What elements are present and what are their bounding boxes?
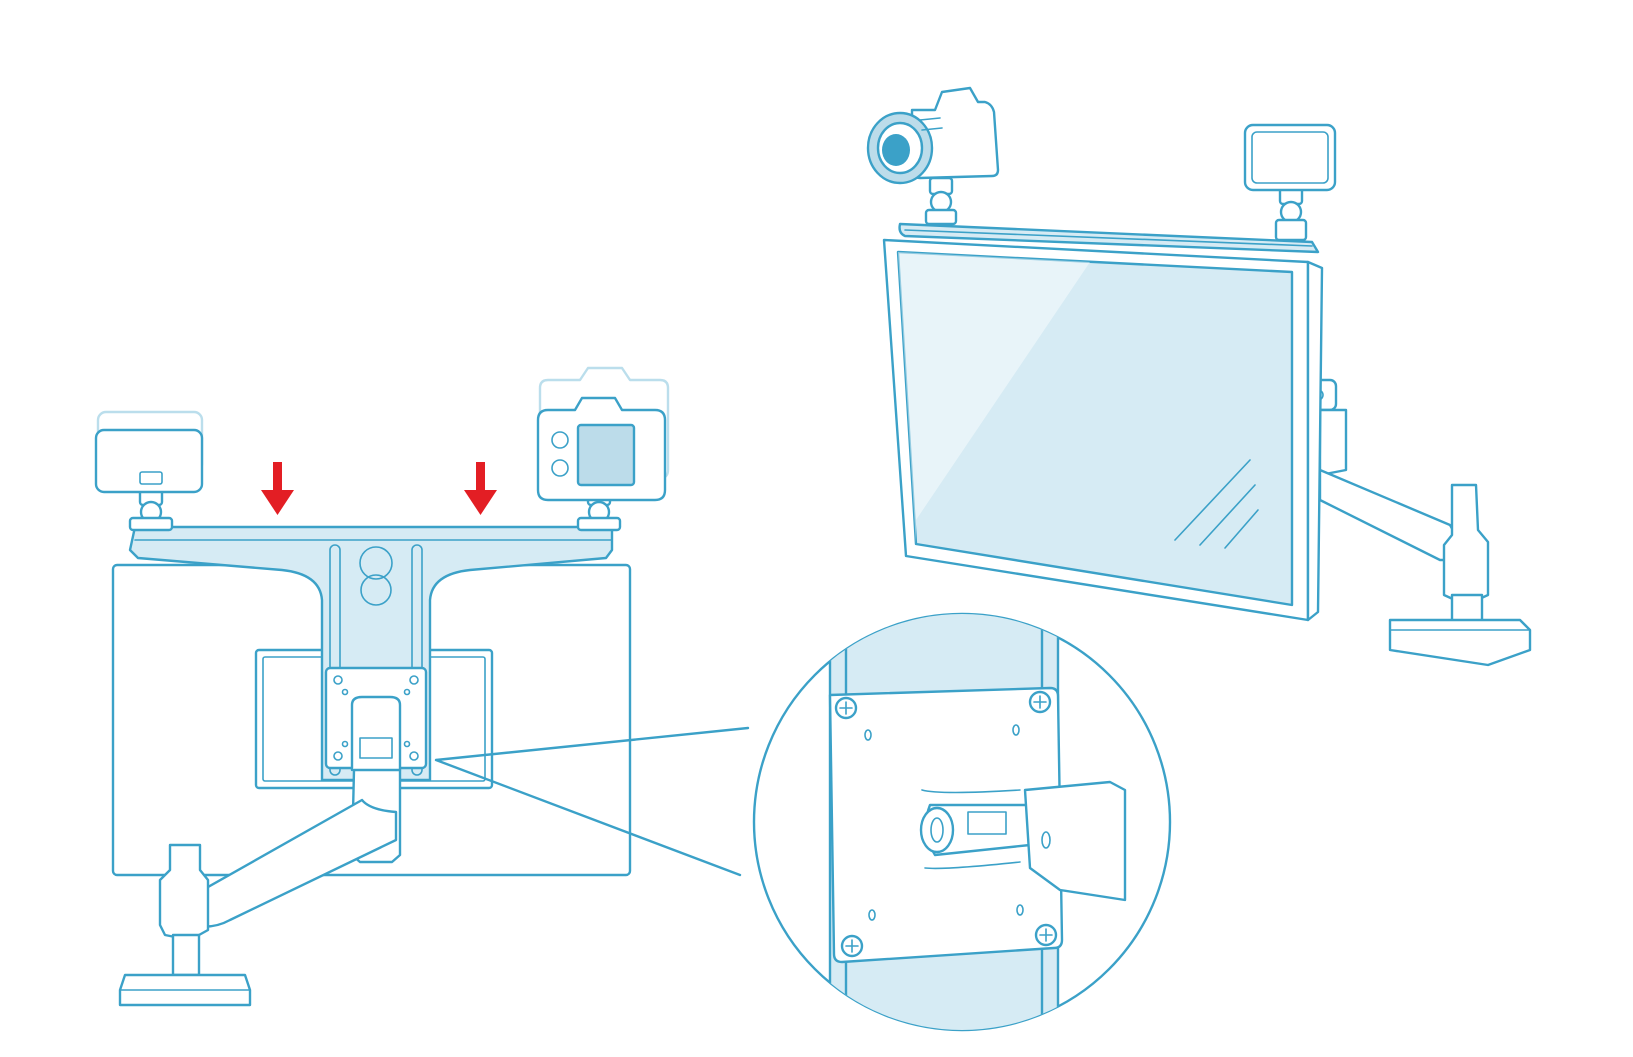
front-monitor-arm	[1310, 380, 1530, 665]
rear-view-figure	[96, 368, 668, 1005]
detail-view-figure	[754, 600, 1170, 1050]
front-right-ball-head	[1276, 188, 1306, 240]
front-video-light-icon	[1245, 125, 1335, 190]
camera-icon	[538, 368, 668, 500]
arrow-left	[261, 462, 294, 515]
front-view-figure	[868, 88, 1530, 665]
arrow-right	[464, 462, 497, 515]
video-light-icon	[96, 412, 202, 492]
monitor-side	[1308, 262, 1322, 620]
vesa-adapter-plate	[326, 668, 426, 770]
front-left-ball-head	[926, 178, 956, 224]
front-camera-icon	[868, 88, 998, 183]
